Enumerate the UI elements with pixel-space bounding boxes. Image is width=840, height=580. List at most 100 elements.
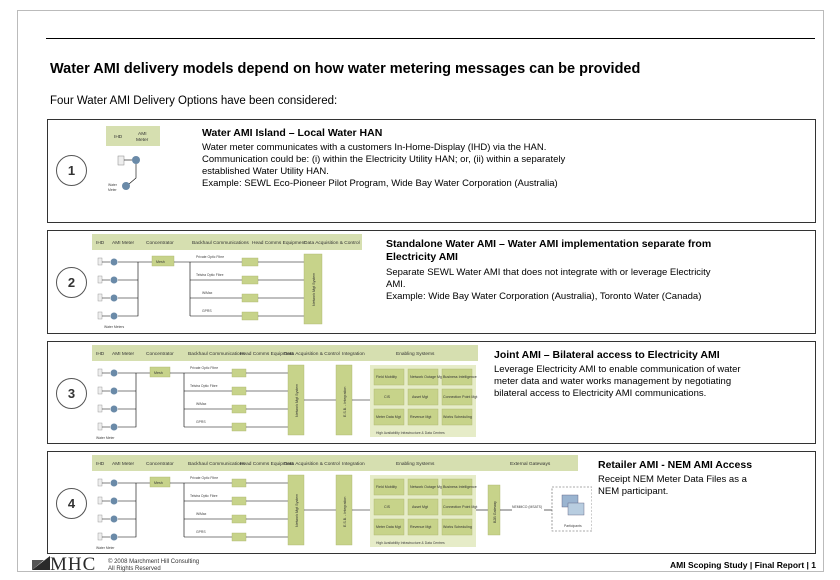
water-meter-label: Water Meter [96,436,115,440]
asset-mgt-label: Asset Mgt [412,505,428,509]
private-optic-label: Private Optic Fibre [190,476,218,480]
concentrator-label: Concentrator [146,351,174,357]
option-title: Electricity AMI [386,251,458,263]
revenue-mgt-label: Revenue Mgt [410,415,431,419]
network-mgt-label: Network Mgt System [295,494,299,527]
telstra-optic-label: Telstra Optic Fibre [196,273,224,277]
head-comms-box [231,386,247,396]
head-comms-box [241,293,259,303]
option-4-diagram: IHD AMI Meter Concentrator Backhaul Comm… [92,455,592,550]
high-avail-label: High Availability Infrastructure & Data … [376,541,445,545]
mesh-label: Mesh [156,260,165,264]
head-comms-box [231,478,247,488]
esb-label: E.S.B. - Integration [343,387,347,417]
ihd-label: IHD [96,240,105,246]
nemmco-label: NEMMCO (MSATS) [512,505,542,509]
ihd-label: IHD [96,351,105,357]
copyright-line-1: © 2008 Marchment Hill Consulting [108,559,200,565]
option-line: Leverage Electricity AMI to enable commu… [494,364,741,375]
mesh-label: Mesh [154,481,163,485]
option-line: Separate SEWL Water AMI that does not in… [386,267,711,278]
option-line: NEM participant. [598,486,669,497]
option-3-diagram: IHD AMI Meter Concentrator Backhaul Comm… [92,345,478,440]
high-avail-label: High Availability Infrastructure & Data … [376,431,445,435]
head-comms-box [241,257,259,267]
works-sched-label: Works Scheduling [443,525,472,529]
head-comms-box [231,496,247,506]
revenue-mgt-label: Revenue Mgt [410,525,431,529]
gprs-label: GPRS [196,420,206,424]
slide-title: Water AMI delivery models depend on how … [50,61,641,77]
concentrator-label: Concentrator [146,461,174,467]
network-mgt-box [303,253,323,325]
head-comms-label: Head Comms Equipment [240,461,294,467]
ami-meter-label: AMI Meter [112,461,135,467]
field-mobility-label: Field Mobility [376,375,397,379]
diagram-header [106,126,160,146]
wimax-label: WiMax [196,402,207,406]
ami-meter-label: AMI Meter [112,240,135,246]
ihd-label: IHD [114,134,123,140]
ihd-device [117,155,125,166]
option-line: established Water Utility HAN. [202,166,329,177]
enabling-label: Enabling Systems [396,461,435,467]
option-line: Receipt NEM Meter Data Files as a [598,474,747,485]
ami-label: AMI [138,131,147,137]
b2b-gateway-label: B2B Gateway [493,501,497,523]
water-meter [122,182,130,190]
cis-label: CIS [384,505,391,509]
head-comms-box [231,514,247,524]
mesh-box [149,476,171,488]
head-comms-label: Head Comms Equipment [240,351,294,357]
network-mgt-label: Network Mgt System [295,384,299,417]
head-comms-box [231,422,247,432]
head-comms-box [231,404,247,414]
external-label: External Gateways [510,461,551,467]
backhaul-label: Backhaul Communications [188,351,245,357]
integration-label: Integration [342,461,365,467]
meter-row [97,257,118,320]
diagram-header [92,234,362,250]
slide-frame [17,10,824,572]
option-title: Standalone Water AMI – Water AMI impleme… [386,238,712,250]
telstra-optic-label: Telstra Optic Fibre [190,494,218,498]
head-comms-box [231,532,247,542]
option-line: Example: Wide Bay Water Corporation (Aus… [386,291,702,302]
option-line: bilateral access to Electricity AMI comm… [494,388,707,399]
company-logo: MHC [50,554,97,575]
water-meter-label-2: Meter [108,188,118,192]
meter-data-label: Meter Data Mgt [376,415,401,419]
option-title: Retailer AMI - NEM AMI Access [598,459,753,471]
option-2-diagram: IHD AMI Meter Concentrator Backhaul Comm… [92,234,362,329]
mesh-label: Mesh [154,371,163,375]
option-title: Water AMI Island – Local Water HAN [202,127,383,139]
option-1: 1 IHD AMI Meter Water Meter Water AMI Is… [47,119,816,223]
option-number: 3 [56,378,87,409]
head-comms-box [241,275,259,285]
meter-row [97,368,118,431]
ihd-label: IHD [96,461,105,467]
option-line: Communication could be: (i) within the E… [202,154,566,165]
participants-label: Participants [564,524,582,528]
water-meter-label: Water Meter [96,546,115,550]
head-comms-box [241,311,259,321]
works-sched-label: Works Scheduling [443,415,472,419]
head-comms-box [231,368,247,378]
head-comms-label: Head Comms Equipment [252,240,306,246]
copyright-line-2: All Rights Reserved [108,566,161,572]
option-number: 2 [56,267,87,298]
daq-label: Data Acquisition & Control [284,351,340,357]
esb-label: E.S.B. - Integration [343,497,347,527]
copyright: © 2008 Marchment Hill Consulting All Rig… [108,559,199,573]
diagram-header [92,345,478,361]
private-optic-label: Private Optic Fibre [190,366,218,370]
mesh-box [149,366,171,378]
network-outage-label: Network Outage Mgt [410,485,443,489]
daq-label: Data Acquisition & Control [304,240,360,246]
meter-row [97,478,118,541]
option-line: Example: SEWL Eco-Pioneer Pilot Program,… [202,178,558,189]
wimax-label: WiMax [196,512,207,516]
concentrator-label: Concentrator [146,240,174,246]
slide-subtitle: Four Water AMI Delivery Options have bee… [50,95,338,107]
cis-label: CIS [384,395,391,399]
